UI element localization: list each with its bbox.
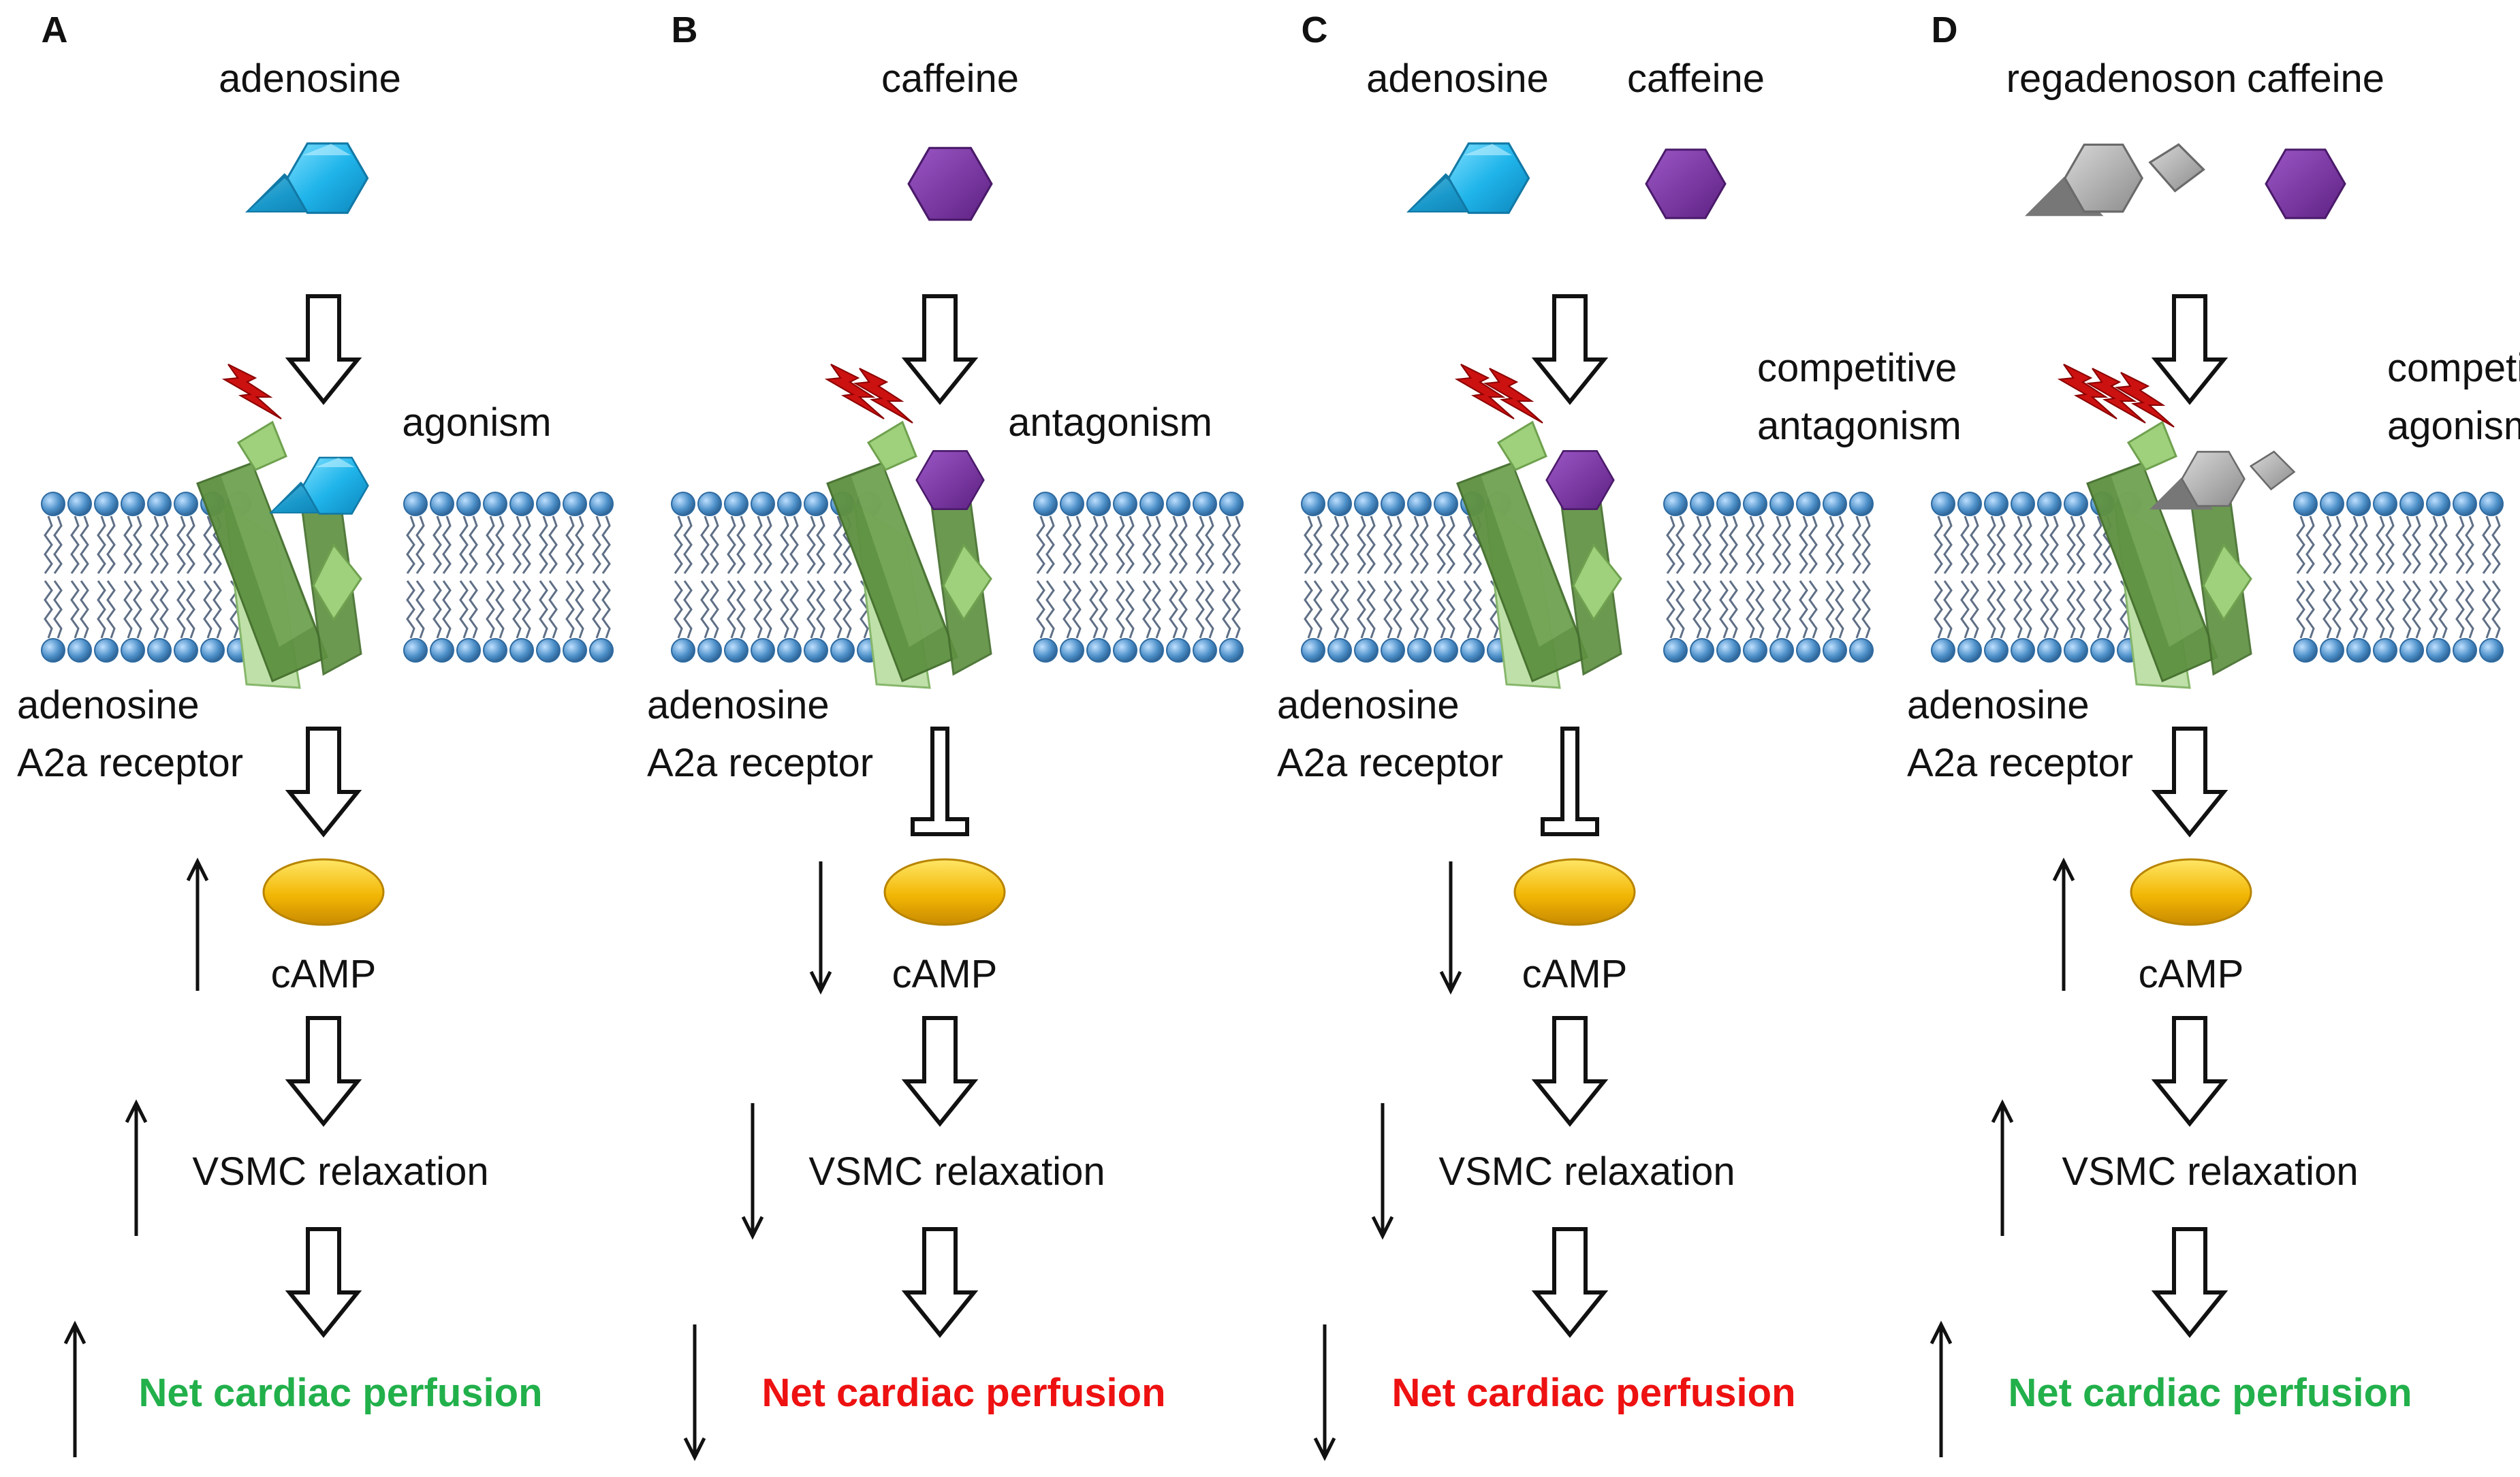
action-label: antagonism [1757, 404, 1962, 448]
panel-letter: A [42, 10, 68, 50]
action-label: competitive [2387, 346, 2520, 390]
camp-label: cAMP [1522, 952, 1628, 996]
panel-letter: D [1932, 10, 1958, 50]
action-label: agonism [402, 400, 551, 445]
camp-label: cAMP [2139, 952, 2244, 996]
ligand-label: adenosine [219, 57, 401, 101]
receptor-label: adenosine [647, 683, 830, 727]
perfusion-decrease-arrow [683, 1324, 706, 1461]
ligand-label: caffeine [2247, 57, 2384, 101]
camp-increase-arrow [186, 857, 209, 991]
ligand-binding-arrow [1531, 294, 1609, 405]
lightning-bolt-icon [2114, 372, 2175, 428]
signal-arrow [285, 727, 362, 838]
camp-decrease-arrow [1439, 861, 1462, 995]
receptor-label: A2a receptor [1277, 741, 1503, 785]
signal-arrow [2151, 727, 2228, 838]
ligand-label: caffeine [1627, 57, 1765, 101]
caffeine-molecule [2265, 148, 2346, 219]
net-cardiac-perfusion-label: Net cardiac perfusion [2008, 1371, 2412, 1415]
lightning-bolt-icon [1483, 368, 1543, 424]
receptor-label: A2a receptor [17, 741, 243, 785]
perfusion-increase-arrow [1930, 1320, 1953, 1457]
perfusion-increase-arrow [63, 1320, 86, 1457]
bound-caffeine-molecule [915, 450, 985, 510]
regadenoson-molecule [2025, 143, 2205, 217]
lipid-bilayer-right [403, 492, 614, 663]
ligand-binding-arrow [2151, 294, 2228, 405]
camp-increase-arrow [2052, 857, 2075, 991]
action-label: competitive [1757, 346, 1957, 390]
receptor-label: adenosine [17, 683, 200, 727]
lipid-bilayer-right [1033, 492, 1244, 663]
panel-letter: C [1302, 10, 1328, 50]
panel-letter: B [672, 10, 698, 50]
relaxation-label: VSMC relaxation [192, 1149, 488, 1194]
net-cardiac-perfusion-label: Net cardiac perfusion [138, 1371, 542, 1415]
net-cardiac-perfusion-label: Net cardiac perfusion [1391, 1371, 1795, 1415]
net-cardiac-perfusion-label: Net cardiac perfusion [761, 1371, 1165, 1415]
relaxation-increase-arrow [125, 1099, 148, 1236]
receptor-label: adenosine [1277, 683, 1460, 727]
a2a-receptor [826, 420, 992, 689]
camp-label: cAMP [892, 952, 998, 996]
bound-adenosine-molecule [269, 456, 369, 515]
lightning-bolt-icon [221, 364, 282, 419]
ligand-binding-arrow [901, 294, 979, 405]
receptor-label: adenosine [1907, 683, 2090, 727]
camp-decrease-arrow [809, 861, 832, 995]
action-label: agonism [2387, 404, 2520, 448]
lipid-bilayer-right [1663, 492, 1874, 663]
camp-molecule [262, 858, 385, 926]
camp-molecule [1513, 858, 1636, 926]
relaxation-label: VSMC relaxation [808, 1149, 1105, 1194]
ligand-label: regadenoson [2006, 57, 2237, 101]
ligand-label: caffeine [881, 57, 1019, 101]
ligand-binding-arrow [285, 294, 362, 405]
relaxation-decrease-arrow [741, 1103, 764, 1240]
relaxation-increase-arrow [1991, 1099, 2014, 1236]
perfusion-decrease-arrow [1313, 1324, 1336, 1461]
relaxation-arrow [2151, 1016, 2228, 1127]
relaxation-decrease-arrow [1371, 1103, 1394, 1240]
inhibited-signal-arrow [911, 727, 969, 836]
inhibited-signal-arrow [1541, 727, 1599, 836]
perfusion-arrow [2151, 1227, 2228, 1338]
a2a-receptor [196, 420, 362, 689]
lightning-bolt-icon [2085, 368, 2146, 424]
camp-molecule [2130, 858, 2252, 926]
a2a-receptor [1456, 420, 1622, 689]
lightning-bolt-icon [2057, 364, 2117, 419]
relaxation-label: VSMC relaxation [1438, 1149, 1735, 1194]
action-label: antagonism [1008, 400, 1212, 445]
camp-label: cAMP [271, 952, 377, 996]
lightning-bolt-icon [824, 364, 885, 419]
relaxation-label: VSMC relaxation [2062, 1149, 2358, 1194]
adenosine-molecule [245, 142, 369, 215]
relaxation-arrow [1531, 1016, 1609, 1127]
perfusion-arrow [901, 1227, 979, 1338]
caffeine-molecule [907, 146, 993, 221]
a2a-receptor [2086, 420, 2252, 689]
receptor-label: A2a receptor [1907, 741, 2133, 785]
perfusion-arrow [285, 1227, 362, 1338]
ligand-label: adenosine [1366, 57, 1549, 101]
bound-caffeine-molecule [1545, 450, 1615, 510]
perfusion-arrow [1531, 1227, 1609, 1338]
camp-molecule [883, 858, 1006, 926]
bound-regadenoson-molecule [2149, 450, 2296, 510]
lipid-bilayer-right [2293, 492, 2504, 663]
relaxation-arrow [901, 1016, 979, 1127]
lightning-bolt-icon [1454, 364, 1515, 419]
lightning-bolt-icon [853, 368, 913, 424]
caffeine-molecule [1645, 148, 1727, 219]
receptor-label: A2a receptor [647, 741, 873, 785]
relaxation-arrow [285, 1016, 362, 1127]
adenosine-molecule [1406, 142, 1530, 215]
